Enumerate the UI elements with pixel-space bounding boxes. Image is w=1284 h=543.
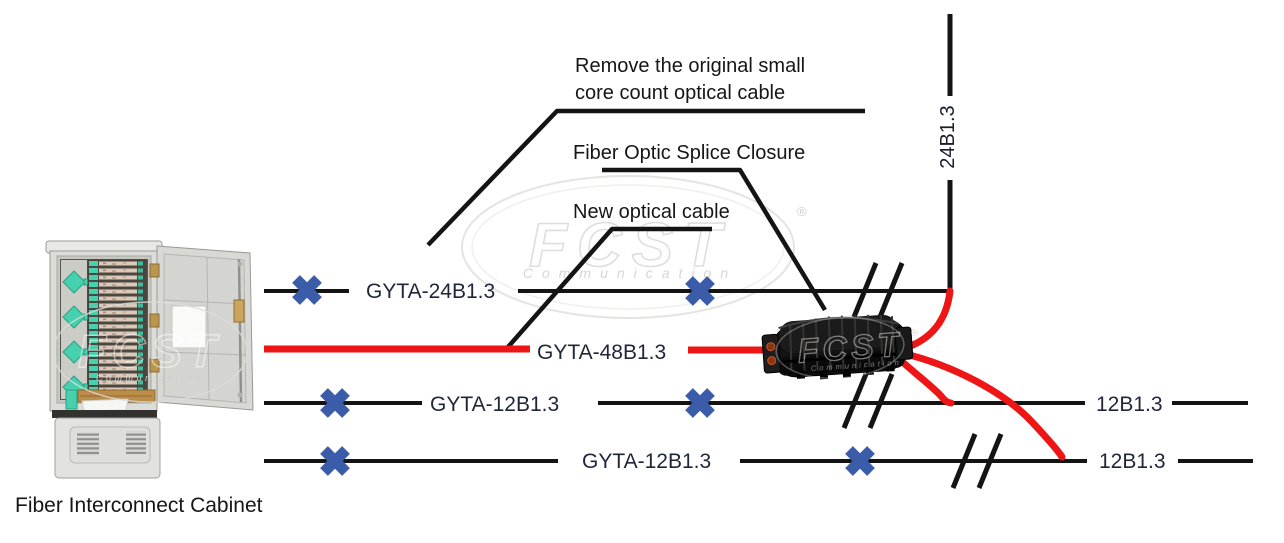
closure-clips — [796, 363, 895, 380]
annotation-new-cable: New optical cable — [573, 201, 730, 223]
cut-x-row1-a — [292, 275, 322, 305]
cabinet-dark-band — [52, 410, 157, 418]
watermark-closure: FCST Communication ® — [775, 316, 919, 379]
svg-text:Communication: Communication — [96, 373, 204, 383]
cable-label-12b13-row3: 12B1.3 — [1096, 393, 1163, 416]
svg-text:®: ® — [911, 327, 919, 337]
leader-splice-closure — [602, 167, 827, 312]
cut-x-row3-a — [320, 388, 350, 418]
red-cable-paths — [264, 287, 1066, 461]
registered-mark-icon: ® — [797, 204, 807, 219]
cable-label-12b13-row4: 12B1.3 — [1099, 450, 1166, 473]
teal-module — [65, 389, 78, 410]
cable-label-gyta-12b13-row4: GYTA-12B1.3 — [582, 450, 711, 473]
slash-pair-row4 — [950, 433, 1004, 489]
watermark-ellipse-inner — [471, 184, 785, 310]
cabinet-caption: Fiber Interconnect Cabinet — [15, 494, 263, 517]
cut-x-row1-b — [685, 276, 715, 306]
watermark-brand-text: FCST — [529, 211, 731, 280]
splice-closure: FCST Communication ® — [761, 314, 919, 380]
red-cable-to-row3 — [893, 353, 955, 407]
loose-fiber-wrap — [81, 398, 129, 412]
vent-grille-left — [77, 432, 99, 456]
door-panel-lines — [163, 256, 247, 401]
slash-pair-row1 — [851, 262, 905, 318]
annotation-remove-line2: core count optical cable — [575, 82, 785, 104]
lock-catch-top — [237, 261, 243, 267]
annotation-remove-line1: Remove the original small — [575, 55, 805, 77]
black-cable-lines — [264, 289, 1253, 463]
cable-labels: GYTA-24B1.3 GYTA-48B1.3 GYTA-12B1.3 GYTA… — [366, 280, 1166, 473]
cable-label-gyta-48b13: GYTA-48B1.3 — [537, 341, 666, 364]
leader-remove-cable — [426, 108, 865, 247]
annotation-texts: Remove the original small core count opt… — [573, 55, 805, 223]
door-lock — [233, 299, 245, 323]
cut-x-row4-b — [845, 446, 875, 476]
cable-label-gyta-12b13-row3: GYTA-12B1.3 — [430, 393, 559, 416]
closure-highlight — [778, 316, 899, 330]
svg-text:FCST: FCST — [796, 326, 903, 371]
annotation-splice-closure: Fiber Optic Splice Closure — [573, 142, 805, 164]
closure-endcap-left — [761, 333, 781, 374]
cut-x-row3-b — [685, 388, 715, 418]
closure-port-top — [766, 342, 776, 352]
door-hinges — [149, 263, 160, 373]
watermark-ellipse-outer — [461, 175, 795, 319]
red-cable-to-row4 — [898, 349, 1066, 461]
lock-catch-bottom — [237, 392, 243, 398]
door-label-sticker — [171, 305, 207, 349]
closure-seam — [774, 351, 907, 364]
svg-text:FCST: FCST — [78, 325, 222, 377]
cut-x-marks — [292, 275, 875, 476]
slash-pair-row3 — [841, 373, 895, 429]
closure-endcap-right — [894, 326, 914, 361]
cable-label-gyta-24b13: GYTA-24B1.3 — [366, 280, 495, 303]
vent-grille-right — [126, 431, 146, 454]
leader-new-cable — [506, 226, 712, 349]
annotation-leaders — [426, 108, 865, 349]
cut-slash-marks — [841, 262, 1004, 489]
cut-x-row4-a — [320, 446, 350, 476]
closure-port-bottom — [767, 356, 777, 366]
cable-label-24b13-vertical: 24B1.3 — [937, 105, 959, 168]
watermark-cabinet: FCST Communication — [52, 301, 248, 403]
cabinet-illustration: FCST Communication — [45, 240, 254, 479]
door-lock-rod — [237, 258, 243, 403]
